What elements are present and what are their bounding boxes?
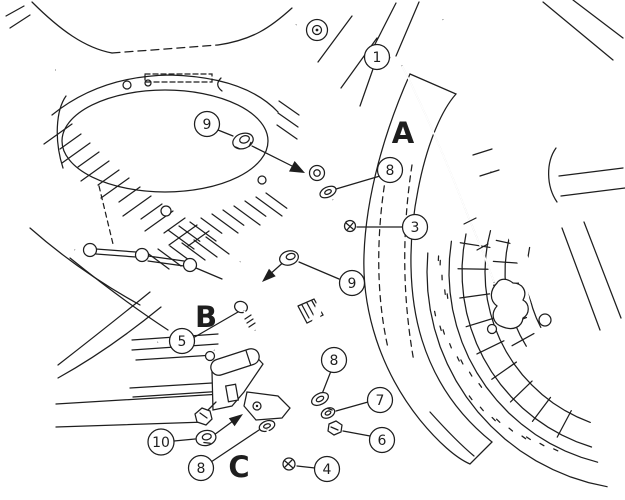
callout-9b: 9	[338, 269, 366, 297]
fender-stay-hook	[548, 147, 558, 203]
bolt-3	[332, 199, 357, 233]
callout-9a-label: 9	[203, 117, 212, 133]
cap-nut-10	[195, 429, 217, 447]
arrow-a	[251, 145, 295, 168]
section-label-c: C	[228, 450, 249, 484]
bodywork-top-lines	[5, 1, 420, 89]
callout-4-label: 4	[323, 462, 332, 478]
nut-6	[327, 420, 343, 436]
footrest-assembly	[194, 348, 264, 426]
callout-8c-label: 8	[197, 461, 206, 477]
spark-plug	[160, 205, 172, 217]
callout-9b-label: 9	[348, 276, 357, 292]
engine-guard-bar	[243, 91, 381, 421]
far-fork-leg-lines	[561, 221, 622, 331]
section-labels: A B C	[195, 116, 415, 484]
callout-6: 6	[368, 426, 396, 454]
cap-nut-9b	[279, 250, 299, 266]
callout-4: 4	[313, 455, 341, 483]
callout-3: 3	[401, 213, 429, 241]
sidestand-bolt	[194, 401, 217, 426]
front-fork	[401, 0, 625, 327]
rear-cylinder-fins	[145, 100, 300, 270]
bolt-4	[266, 429, 296, 471]
callout-8b: 8	[320, 346, 348, 374]
lower-mount-plate	[243, 391, 291, 421]
callout-10-label: 10	[152, 435, 170, 451]
callout-8b-label: 8	[330, 353, 339, 369]
tire-tread-stipple	[433, 255, 559, 452]
callout-9a: 9	[193, 110, 221, 138]
washer-8a	[319, 185, 337, 199]
callout-8c: 8	[187, 454, 215, 482]
callout-8a: 8	[376, 156, 404, 184]
washer-8b	[311, 391, 329, 407]
front-wheel	[426, 221, 622, 488]
cap-nut-9a	[232, 132, 254, 150]
fasteners	[173, 129, 403, 471]
brake-caliper	[490, 278, 529, 330]
spring-washer-7	[320, 407, 336, 419]
callout-5: 5	[168, 327, 196, 355]
upper-mount-eyelet	[308, 164, 326, 182]
section-label-a: A	[392, 116, 415, 150]
bolt-5	[233, 300, 256, 331]
engine	[29, 74, 300, 306]
callout-6-label: 6	[378, 433, 387, 449]
callout-7: 7	[366, 386, 394, 414]
callout-1: 1	[363, 43, 391, 71]
callout-7-label: 7	[376, 393, 385, 409]
callout-10: 10	[147, 428, 175, 456]
arrow-c	[213, 420, 234, 436]
callout-8a-label: 8	[386, 163, 395, 179]
spoke-nipples	[457, 242, 572, 438]
shift-linkage	[82, 242, 223, 280]
exhaust-pipe	[57, 291, 151, 366]
callout-1-label: 1	[373, 50, 382, 66]
section-label-b: B	[195, 300, 217, 334]
front-cylinder-fins	[43, 123, 210, 247]
callouts: 1 9 8 3 9 5 8 7	[147, 43, 429, 483]
callout-3-label: 3	[411, 220, 420, 236]
callout-5-label: 5	[178, 334, 187, 350]
wheel-rim-and-tire-arcs	[426, 229, 608, 488]
